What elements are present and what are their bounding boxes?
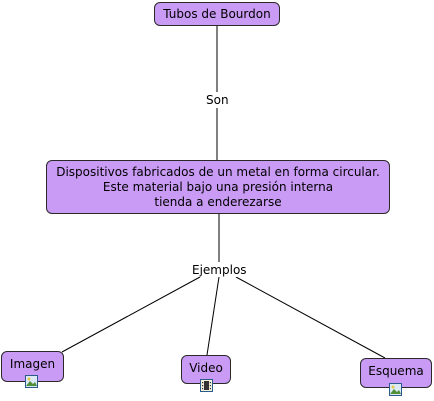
concept-node-root[interactable]: Tubos de Bourdon <box>154 2 280 26</box>
link-label-son: Son <box>204 93 231 107</box>
image-resource-icon[interactable] <box>389 383 402 396</box>
connector-ejemplos-to-esquema <box>235 276 386 359</box>
concept-node-definition-label: Dispositivos fabricados de un metal en f… <box>56 164 380 209</box>
concept-node-video-label: Video <box>189 361 223 375</box>
concept-node-definition[interactable]: Dispositivos fabricados de un metal en f… <box>46 160 390 214</box>
concept-node-video[interactable]: Video <box>181 355 231 384</box>
link-label-ejemplos: Ejemplos <box>190 263 249 277</box>
connector-ejemplos-to-imagen <box>61 276 201 353</box>
video-resource-icon[interactable] <box>200 379 213 392</box>
concept-node-imagen-label: Imagen <box>9 357 56 371</box>
concept-node-root-label: Tubos de Bourdon <box>163 6 271 21</box>
image-resource-icon[interactable] <box>25 375 38 388</box>
concept-node-esquema-label: Esquema <box>368 364 424 378</box>
connector-ejemplos-to-video <box>206 276 220 356</box>
